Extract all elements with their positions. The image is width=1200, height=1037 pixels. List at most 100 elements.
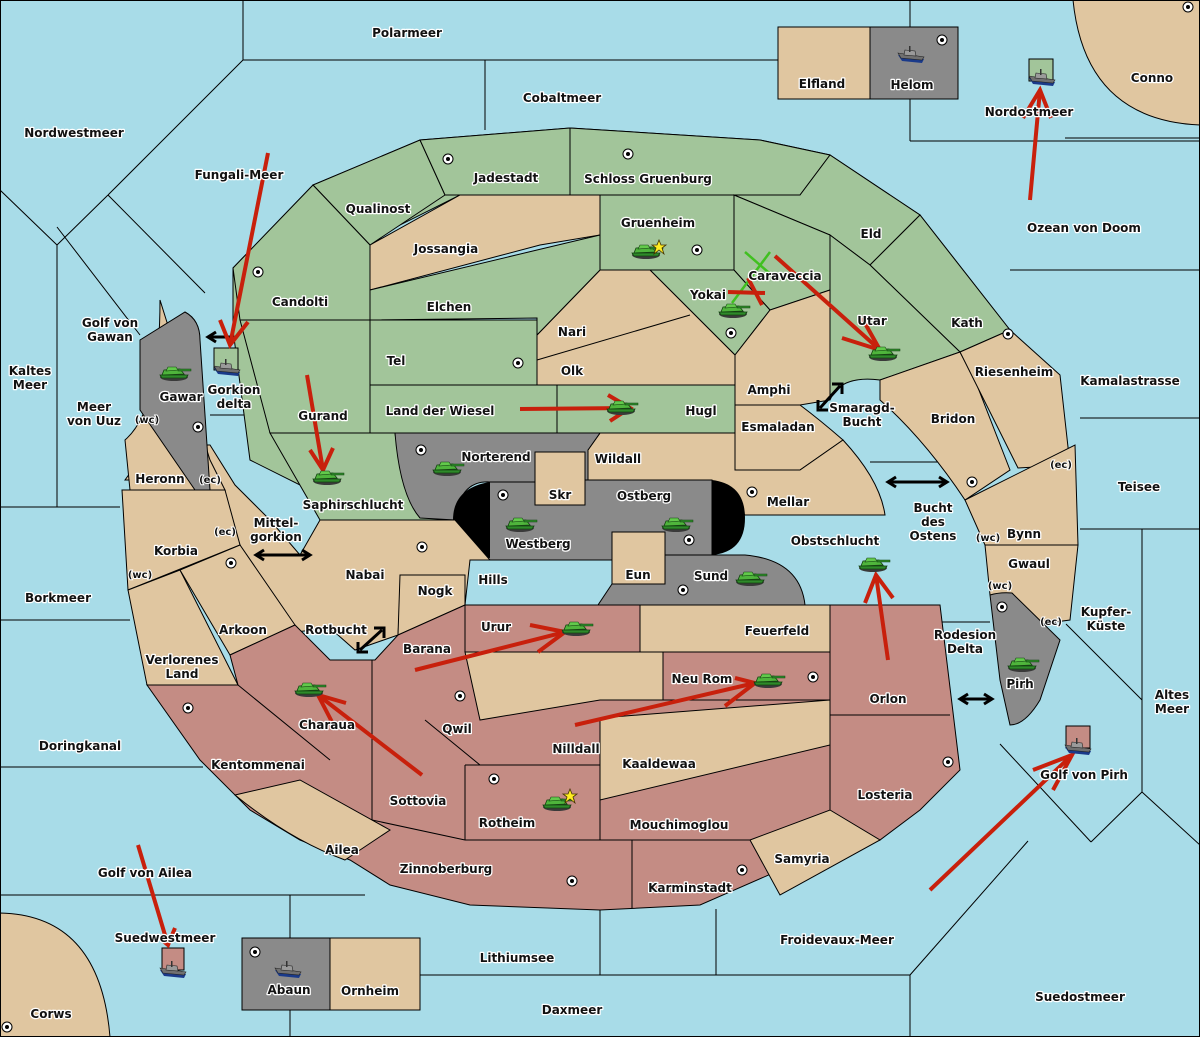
label-losteria: Losteria <box>857 788 912 802</box>
coast-tag-wc: (wc) <box>976 533 1000 544</box>
supply-center-icon <box>942 756 954 768</box>
province-eun[interactable] <box>611 531 666 585</box>
label-candolti: Candolti <box>272 295 328 309</box>
label-charaua: Charaua <box>299 718 355 732</box>
supply-center-icon <box>1182 1 1194 13</box>
label-golf-von-gawan-2: Gawan <box>87 330 133 344</box>
supply-center-icon <box>725 327 737 339</box>
province-ailea[interactable] <box>233 779 391 861</box>
label-golf-von-pirh: Golf von Pirh <box>1040 768 1128 782</box>
label-gruenheim: Gruenheim <box>621 216 695 230</box>
label-kaltes-2: Meer <box>13 378 47 392</box>
province-gawar[interactable] <box>139 311 211 491</box>
label-conno: Conno <box>1131 71 1173 85</box>
province-elfland[interactable] <box>777 26 871 100</box>
label-arkoon: Arkoon <box>219 623 267 637</box>
supply-center-icon <box>691 244 703 256</box>
label-corws: Corws <box>30 1007 71 1021</box>
province-bridon[interactable] <box>879 351 1011 501</box>
label-wildall: Wildall <box>595 452 641 466</box>
label-gorkion-1: Gorkion <box>208 383 261 397</box>
coast-tag-wc: (wc) <box>988 581 1012 592</box>
label-doringkanal: Doringkanal <box>39 739 121 753</box>
supply-center-icon <box>249 946 261 958</box>
label-kath: Kath <box>951 316 983 330</box>
label-yokai: Yokai <box>689 288 726 302</box>
label-altes-1: Altes <box>1155 688 1189 702</box>
label-verlorenes-2: Land <box>166 667 199 681</box>
coast-tag-wc: (wc) <box>135 415 159 426</box>
coast-tag-ec: (ec) <box>1040 617 1062 628</box>
supply-center-icon <box>488 773 500 785</box>
support-cut-x-icon <box>727 251 776 306</box>
coast-tag-ec: (ec) <box>214 527 236 538</box>
double-arrow-icon <box>957 692 995 706</box>
label-golf-von-ailea: Golf von Ailea <box>98 866 192 880</box>
supply-center-icon <box>1 1021 13 1033</box>
label-caraveccia: Caraveccia <box>748 269 821 283</box>
province-skr[interactable] <box>534 451 586 506</box>
label-jadestadt: Jadestadt <box>473 171 539 185</box>
province-candolti[interactable] <box>232 184 371 321</box>
label-norterend: Norterend <box>461 450 530 464</box>
province-corws[interactable] <box>0 912 111 1037</box>
move-arrow <box>1021 85 1053 201</box>
label-sottovia: Sottovia <box>390 794 447 808</box>
label-meer-von-uuz-1: Meer <box>77 400 111 414</box>
coast-tags: (wc) (ec) (ec) (wc) (ec) (wc) (wc) (ec) <box>127 414 1073 629</box>
label-fungali-meer: Fungali-Meer <box>195 168 284 182</box>
label-borkmeer: Borkmeer <box>25 591 91 605</box>
label-suedostmeer: Suedostmeer <box>1035 990 1125 1004</box>
supply-center-icon <box>736 864 748 876</box>
label-tel: Tel <box>387 354 406 368</box>
label-bridon: Bridon <box>931 412 976 426</box>
label-bucht-3: Ostens <box>910 529 957 543</box>
supply-center-icon <box>566 875 578 887</box>
label-rodesion-1: Rodesion <box>934 628 996 642</box>
coast-tag-wc: (wc) <box>128 570 152 581</box>
supply-center-icon <box>415 444 427 456</box>
move-arrow <box>863 570 895 661</box>
label-riesenheim: Riesenheim <box>975 365 1054 379</box>
label-ailea: Ailea <box>325 843 359 857</box>
label-ostberg: Ostberg <box>617 489 671 503</box>
label-urur: Urur <box>481 620 511 634</box>
label-ornheim: Ornheim <box>341 984 399 998</box>
label-nogk: Nogk <box>418 584 454 598</box>
supply-center-icon <box>454 690 466 702</box>
move-arrow <box>218 152 270 349</box>
double-arrow-icons <box>205 330 995 706</box>
label-mellar: Mellar <box>767 495 809 509</box>
label-nabai: Nabai <box>346 568 385 582</box>
label-helom: Helom <box>890 78 933 92</box>
province-riesenheim[interactable] <box>959 329 1071 469</box>
province-tel[interactable] <box>369 319 538 386</box>
label-skr: Skr <box>549 488 572 502</box>
label-kaltes-1: Kaltes <box>9 364 52 378</box>
supply-center-icon <box>252 266 264 278</box>
label-obstschlucht: Obstschlucht <box>791 534 880 548</box>
label-gawar: Gawar <box>159 390 202 404</box>
label-neu-rom: Neu Rom <box>672 672 733 686</box>
province-samyria[interactable] <box>749 809 882 896</box>
label-meer-von-uuz-2: von Uuz <box>67 414 121 428</box>
province-conno[interactable] <box>1072 0 1200 126</box>
double-arrow-icon <box>816 382 844 412</box>
label-elfland: Elfland <box>799 77 845 91</box>
canal-east <box>712 480 745 555</box>
supply-center-icon <box>622 148 634 160</box>
label-rotbucht: Rotbucht <box>305 623 367 637</box>
label-schloss-gruenburg: Schloss Gruenburg <box>584 172 712 186</box>
double-arrow-icon <box>885 475 950 489</box>
label-daxmeer: Daxmeer <box>542 1003 603 1017</box>
supply-center-icon <box>416 541 428 553</box>
label-feuerfeld: Feuerfeld <box>745 624 810 638</box>
label-orlon: Orlon <box>869 692 906 706</box>
supply-center-icon <box>192 421 204 433</box>
province-ornheim[interactable] <box>329 937 421 1011</box>
province-gruenheim[interactable] <box>599 194 735 271</box>
province-pirh[interactable] <box>989 592 1061 726</box>
label-bynn: Bynn <box>1007 527 1041 541</box>
